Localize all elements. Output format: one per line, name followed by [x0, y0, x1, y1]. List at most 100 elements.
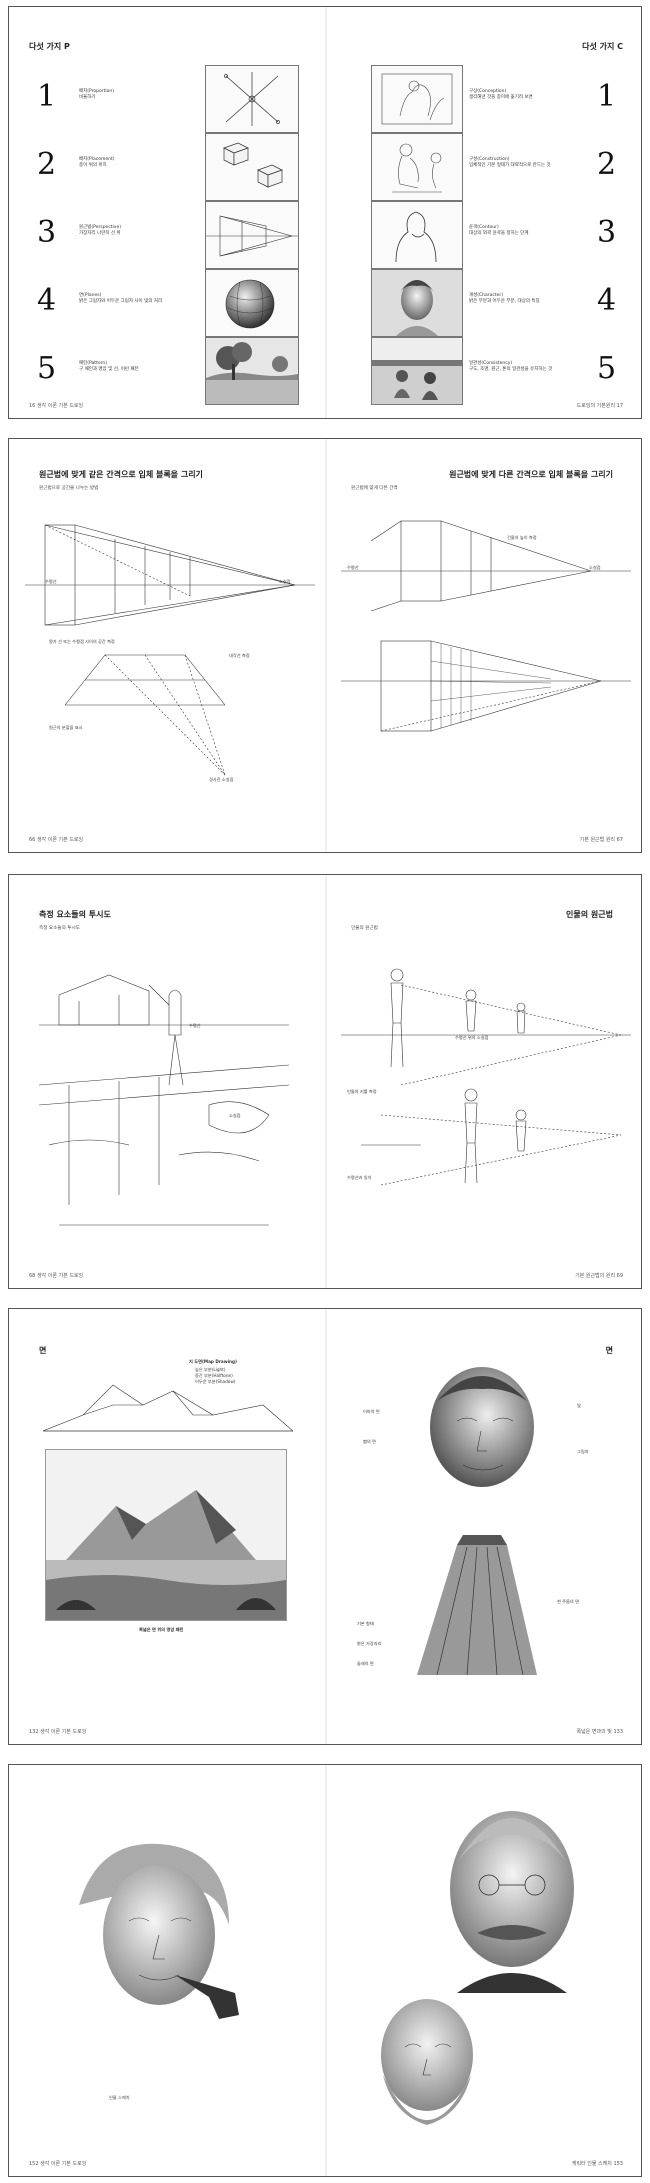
- gutter: [325, 7, 327, 418]
- intro-text: 측정 요소들의 투시도: [39, 926, 80, 931]
- item-caption: 구성(Construction)입체적인 기본 형태가 대략적으로 만드는 것: [469, 157, 551, 168]
- page-title: 다섯 가지 P: [29, 42, 70, 51]
- item-caption: 구상(Conception)생각해낸 것을 종이에 옮기려 보면: [469, 89, 533, 100]
- diagram-label: 둘레의 면: [357, 1661, 374, 1666]
- bearded-man-portrait: [381, 1999, 473, 2125]
- spread-planes: 면 지 도면(Map Drawing) 높은 부분(Light) 중간 부분(H…: [8, 1308, 642, 1745]
- item-number: 5: [597, 351, 617, 386]
- diagram-label: 수평선: [189, 1023, 201, 1028]
- figures-perspective-sketch: [341, 968, 631, 1186]
- item-caption: 배치(Proportion)비율하기: [79, 89, 115, 100]
- diagram-label: 대각선 측정: [229, 653, 250, 658]
- diagram-label: 원근의 분할을 표시: [49, 725, 83, 730]
- map-title: 지 도면(Map Drawing): [189, 1359, 237, 1364]
- page-title: 인물의 원근법: [566, 910, 613, 919]
- face-planes-drawing: [430, 1367, 534, 1487]
- diagram-label: 천 주름의 면: [557, 1599, 579, 1604]
- left-page: 면 지 도면(Map Drawing) 높은 부분(Light) 중간 부분(H…: [9, 1309, 325, 1744]
- diagram-label: 소실점: [229, 1113, 241, 1118]
- pattern-sketch: [205, 337, 299, 405]
- page-title: 원근법에 맞게 같은 간격으로 입체 블록을 그리기: [39, 470, 203, 479]
- proportion-sketch: [205, 65, 299, 133]
- diagram-label: 소실점: [279, 579, 291, 584]
- page-footer: 132 생각 이론 기본 드로잉: [29, 1729, 87, 1735]
- diagram-label: 밝은 가장자리: [357, 1641, 382, 1646]
- item-caption: 배치(Placement)종이 위의 위치: [79, 157, 115, 168]
- map-legend-item: 어두운 부분(Shadow): [195, 1379, 236, 1384]
- figure-caption: 폭넓은 면 위의 명암 패턴: [139, 1627, 184, 1632]
- landscape-drawing: [45, 1449, 287, 1621]
- diagram-label: 평가 선 또는 수평점 사이의 공간 측정: [49, 639, 115, 644]
- left-page: 원근법에 맞게 같은 간격으로 입체 블록을 그리기 원근법으로 공간을 나누는…: [9, 439, 325, 852]
- perspective-sketch: [205, 201, 299, 269]
- mustache-man-portrait: [450, 1811, 574, 1993]
- diagram-label: 건물의 높이 측정: [507, 535, 537, 540]
- item-caption: 면(Planes)밝은 그림자와 어두운 그림자 사이 빛의 처리: [79, 293, 163, 304]
- diagram-label: 빛: [577, 1403, 581, 1408]
- page-footer: 기본 원근법의 원리 69: [575, 1273, 623, 1279]
- item-number: 3: [37, 215, 57, 250]
- page-footer: 16 생각 이론 기본 드로잉: [29, 403, 84, 409]
- diagram-label: 뺨의 면: [363, 1439, 376, 1444]
- page-footer: 152 생각 이론 기본 드로잉: [29, 2161, 87, 2167]
- consistency-sketch: [371, 337, 463, 405]
- equal-spacing-diagram: [25, 524, 315, 776]
- page-title: 원근법에 맞게 다른 간격으로 입체 블록을 그리기: [449, 470, 613, 479]
- mountain-map-diagram: [43, 1384, 293, 1432]
- character-sketch: [371, 269, 463, 337]
- gutter: [325, 1309, 327, 1744]
- item-caption: 윤곽(Contour)대상의 외곽 윤곽을 정하는 단계: [469, 225, 529, 236]
- right-page: 원근법에 맞게 다른 간격으로 입체 블록을 그리기 원근법에 맞게 다른 간격: [327, 439, 641, 852]
- diagram-label: 이마의 면: [363, 1409, 380, 1414]
- diagram-label: 수평선: [347, 565, 359, 570]
- contour-sketch: [371, 201, 463, 269]
- page-footer: 캐릭터 인물 스케치 153: [571, 2161, 623, 2167]
- planes-sketch: [205, 269, 299, 337]
- left-page: 다섯 가지 P 1 배치(Proportion)비율하기 2 배치(Placem…: [9, 7, 325, 418]
- construction-sketch: [371, 133, 463, 201]
- pipe-smoker-portrait: [79, 1843, 239, 2019]
- diagram-label: 소실점: [589, 565, 601, 570]
- item-number: 2: [597, 147, 617, 182]
- item-caption: 일관성(Consistency)구도, 조명, 원근, 톤의 일관성을 유지하는…: [469, 361, 553, 372]
- unequal-spacing-diagram: [341, 520, 631, 732]
- item-caption: 원근법(Perspective)가장자리 나란히 선 위: [79, 225, 121, 236]
- page-title: 면: [39, 1346, 47, 1355]
- page-footer: 68 생각 이론 기본 드로잉: [29, 1273, 84, 1279]
- item-number: 5: [37, 351, 57, 386]
- item-number: 2: [37, 147, 57, 182]
- placement-sketch: [205, 133, 299, 201]
- spread-five-p-five-c: 다섯 가지 P 1 배치(Proportion)비율하기 2 배치(Placem…: [8, 6, 642, 419]
- right-page: 면 이마의 면 뺨의 면 빛 그림자 천 주름의 면 기본 형태 밝은 가장자리…: [327, 1309, 641, 1744]
- right-page: 인물의 원근법 인물의 원근법 수평선 위의 소실점 인물: [327, 875, 641, 1288]
- item-number: 4: [597, 283, 617, 318]
- item-number: 3: [597, 215, 617, 250]
- right-page: 캐릭터 인물 스케치 153: [327, 1765, 641, 2176]
- page-footer: 드로잉의 기본원리 17: [576, 403, 623, 409]
- item-caption: 개성(Character)밝은 부분과 어두운 부분, 대상의 특징: [469, 293, 540, 304]
- right-page: 다섯 가지 C 구상(Conception)생각해낸 것을 종이에 옮기려 보면…: [327, 7, 641, 418]
- item-caption: 패턴(Pattern)구 패턴과 명암 및 선, 이런 패턴: [79, 361, 139, 372]
- diagram-label: 수평선과 일치: [347, 1175, 372, 1180]
- page-title: 측정 요소들의 투시도: [39, 910, 111, 919]
- diagram-label: 수평선 위의 소실점: [455, 1035, 489, 1040]
- left-page: 측정 요소들의 투시도 측정 요소들의 투시도: [9, 875, 325, 1288]
- conception-sketch: [371, 65, 463, 133]
- diagram-label: 수평선: [45, 579, 57, 584]
- gutter: [325, 439, 327, 852]
- intro-text: 원근법으로 공간을 나누는 방법: [39, 486, 99, 491]
- dock-scene-sketch: [39, 974, 289, 1226]
- page-title: 다섯 가지 C: [582, 42, 623, 51]
- spread-perspective-blocks: 원근법에 맞게 같은 간격으로 입체 블록을 그리기 원근법으로 공간을 나누는…: [8, 438, 642, 853]
- intro-text: 인물의 원근법: [351, 926, 378, 931]
- map-legend-item: 중간 부분(Halftone): [195, 1373, 233, 1378]
- gutter: [325, 1765, 327, 2176]
- diagram-label: 그림자: [577, 1449, 589, 1454]
- spread-measuring-figures: 측정 요소들의 투시도 측정 요소들의 투시도: [8, 874, 642, 1289]
- diagram-label: 경사진 소실점: [209, 777, 234, 782]
- page-title: 면: [605, 1346, 613, 1355]
- item-number: 4: [37, 283, 57, 318]
- page-footer: 폭넓은 면과의 빛 133: [576, 1729, 623, 1735]
- diagram-label: 기본 형태: [357, 1621, 374, 1626]
- page-footer: 기본 원근법 원리 67: [579, 837, 623, 843]
